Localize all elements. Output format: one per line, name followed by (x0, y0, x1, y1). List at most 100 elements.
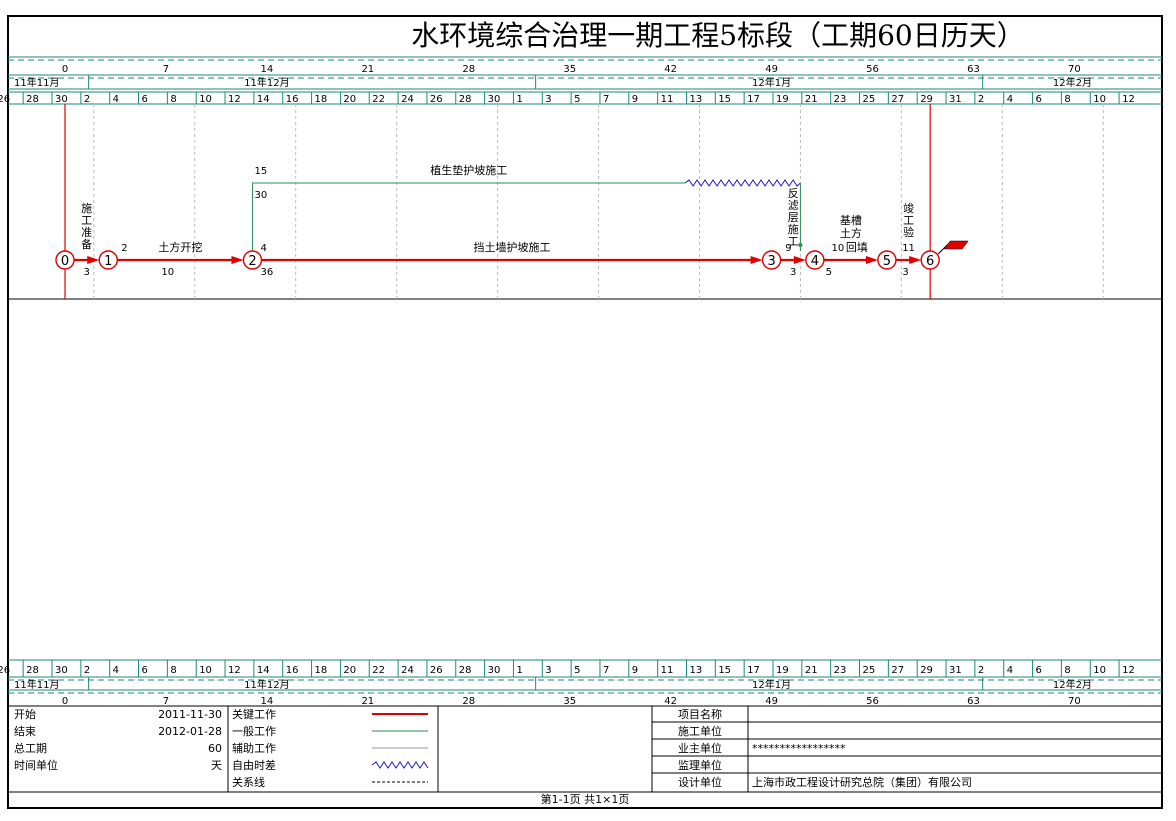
project-field-value: 上海市政工程设计研究总院（集团）有限公司 (752, 775, 972, 789)
date-label: 31 (949, 665, 962, 676)
day-tick-label: 49 (765, 64, 778, 75)
node-number: 4 (811, 254, 819, 269)
day-tick-label: 21 (361, 64, 374, 75)
time-label: 10 (832, 243, 845, 254)
date-label: 30 (488, 665, 501, 676)
node-number: 0 (61, 254, 69, 269)
network-node (761, 250, 782, 270)
info-label: 时间单位 (14, 758, 58, 772)
arrow-head (798, 243, 803, 247)
activity-duration: 30 (254, 190, 267, 201)
date-label: 14 (257, 94, 270, 105)
date-label: 13 (689, 94, 702, 105)
date-label: 6 (142, 665, 148, 676)
activity-name: 植生垫护坡施工 (430, 163, 507, 177)
arrow-head (909, 256, 922, 264)
day-tick-label: 14 (261, 696, 274, 707)
date-label: 9 (632, 94, 638, 105)
date-label: 5 (574, 665, 580, 676)
activity-name: 备 (81, 237, 92, 251)
activity-duration: 10 (161, 267, 174, 278)
date-label: 26 (0, 665, 10, 676)
top-timescale (8, 56, 1162, 105)
info-value: 2012-01-28 (158, 725, 222, 738)
date-label: 22 (372, 94, 385, 105)
project-field-label: 业主单位 (678, 741, 722, 755)
activity-duration: 3 (83, 267, 89, 278)
date-label: 28 (459, 94, 472, 105)
date-label: 27 (891, 665, 904, 676)
legend-swatch (371, 761, 429, 769)
project-field-label: 设计单位 (678, 775, 722, 789)
date-label: 31 (949, 94, 962, 105)
date-label: 2 (84, 665, 90, 676)
network-node (55, 250, 75, 270)
day-tick-label: 0 (62, 64, 68, 75)
date-label: 21 (805, 665, 818, 676)
project-field-label: 项目名称 (678, 707, 722, 721)
date-label: 11 (661, 665, 674, 676)
node-number: 5 (883, 254, 891, 269)
date-label: 20 (343, 94, 356, 105)
activity-name: 土方开挖 (158, 240, 202, 254)
node-number: 3 (767, 254, 775, 269)
month-label: 11年12月 (244, 678, 289, 691)
bottom-timescale (8, 659, 1162, 707)
date-label: 1 (516, 665, 522, 676)
activity-name: 滤 (788, 199, 799, 212)
activity-name: 准 (81, 226, 92, 239)
date-label: 8 (1064, 665, 1070, 676)
finish-flag-icon (943, 240, 969, 250)
day-tick-label: 56 (866, 64, 879, 75)
day-tick-label: 56 (866, 696, 879, 707)
month-label: 12年2月 (1053, 678, 1092, 691)
activity-name: 基槽 (840, 214, 862, 227)
arrow-head (793, 256, 806, 264)
network-node (877, 250, 897, 270)
date-label: 4 (113, 665, 119, 676)
date-label: 2 (978, 665, 984, 676)
day-tick-label: 28 (462, 64, 475, 75)
arrow-head (750, 256, 763, 264)
date-label: 28 (459, 665, 472, 676)
date-label: 3 (545, 665, 551, 676)
date-label: 7 (603, 94, 609, 105)
date-label: 6 (1036, 94, 1042, 105)
day-tick-label: 7 (163, 64, 169, 75)
info-value: 60 (208, 742, 222, 755)
arrow-head (231, 256, 244, 264)
date-label: 10 (1093, 665, 1106, 676)
date-label: 24 (401, 665, 414, 676)
month-label: 12年1月 (752, 678, 791, 691)
project-field-value: ***************** (752, 742, 846, 755)
activity-line-planting-mat (251, 182, 686, 251)
date-label: 8 (170, 94, 176, 105)
date-label: 10 (199, 94, 212, 105)
day-tick-label: 42 (664, 696, 677, 707)
project-field-label: 监理单位 (678, 758, 722, 772)
activity-name: 验 (903, 225, 914, 239)
day-tick-label: 63 (967, 64, 980, 75)
month-label: 11年12月 (244, 76, 289, 89)
month-label: 12年1月 (752, 76, 791, 89)
date-label: 7 (603, 665, 609, 676)
activity-name: 工 (81, 214, 92, 227)
date-label: 12 (1122, 94, 1135, 105)
date-label: 4 (113, 94, 119, 105)
date-label: 10 (199, 665, 212, 676)
date-label: 12 (228, 94, 241, 105)
free-float-zigzag (684, 179, 801, 187)
activity-name: 土方 (840, 226, 862, 240)
date-label: 9 (632, 665, 638, 676)
date-label: 30 (488, 94, 501, 105)
date-label: 29 (920, 94, 933, 105)
activity-name: 工 (903, 214, 914, 227)
date-label: 20 (343, 665, 356, 676)
date-label: 2 (84, 94, 90, 105)
date-label: 29 (920, 665, 933, 676)
grid: 0077141421212828353542424949565663637070… (0, 64, 1135, 707)
date-label: 21 (805, 94, 818, 105)
